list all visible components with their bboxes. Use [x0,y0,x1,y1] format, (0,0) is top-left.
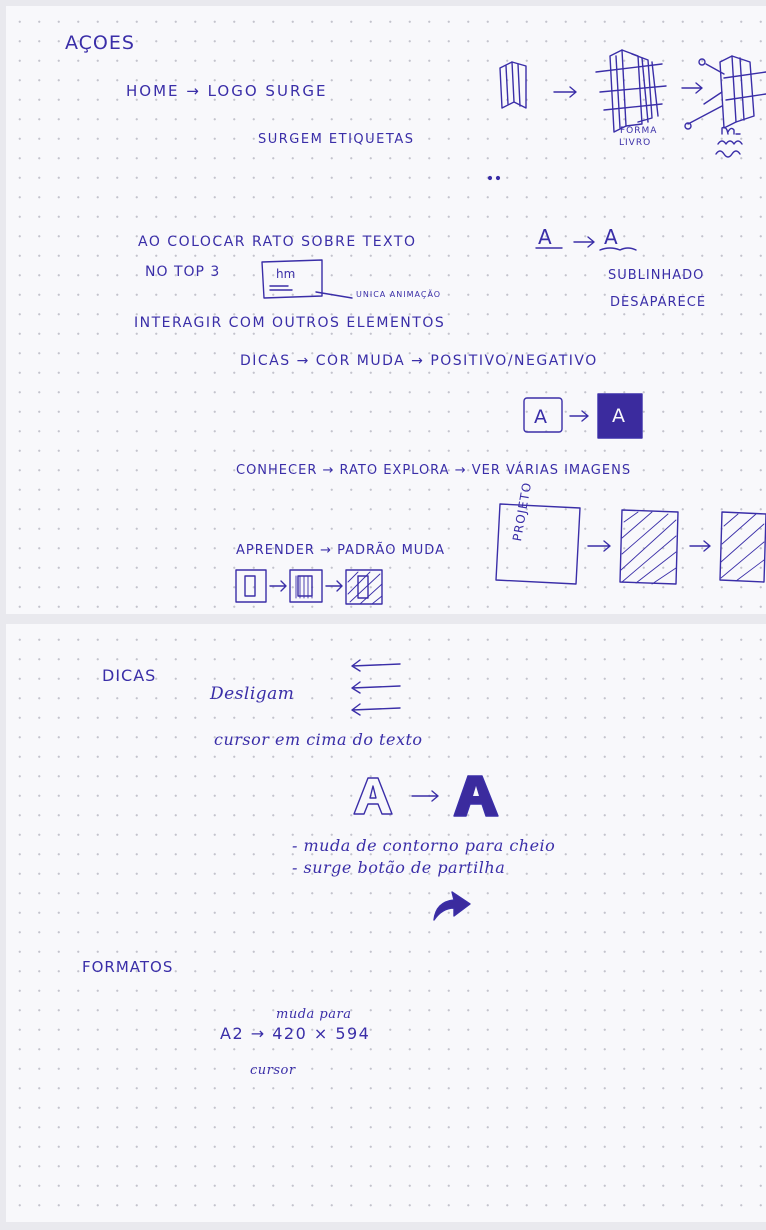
cursor-label: cursor [250,1063,296,1078]
svg-text:A: A [612,405,625,427]
share-arrow-icon [433,891,471,921]
squiggle-marks [715,126,741,158]
forma-label: FORMA [620,126,658,136]
svg-text:A: A [534,406,547,428]
underline-sketch: A A [535,225,637,251]
a2-line: A2 → 420 × 594 [220,1024,371,1043]
pattern-sketch [495,503,766,585]
cursor-texto: cursor em cima do texto [214,730,423,749]
heading-acoes: AÇOES [65,32,135,54]
aprender-line: APRENDER → PADRÃO MUDA [236,543,445,558]
desaparece-label: DESAPARECE [610,295,707,310]
dicas-line: DICAS → COR MUDA → POSITIVO/NEGATIVO [240,353,598,369]
conhecer-line: CONHECER → RATO EXPLORA → VER VÁRIAS IMA… [236,463,632,478]
formatos-heading: FORMATOS [82,958,174,976]
outline-to-fill-sketch [353,775,499,817]
svg-text:A: A [538,225,552,249]
unica-animacao: UNICA ANIMAÇÃO [356,290,442,299]
thumbnail-text: hm [276,267,296,281]
interagir-line: INTERAGIR COM OUTROS ELEMENTOS [134,315,446,331]
pattern-change-sketch [235,569,383,605]
book-logo-sketch [499,49,766,145]
positive-negative-sketch: A A [523,393,643,439]
left-arrows-sketch [351,659,401,716]
desligam: Desligam [210,684,295,704]
dicas-heading: DICAS [102,666,157,685]
sublinhado-label: SUBLINHADO [608,268,705,283]
bullet-contorno: - muda de contorno para cheio [292,836,556,855]
no-top-3: NO TOP 3 [145,264,221,280]
thumbnail-sketch [261,259,353,299]
bullet-partilha: - surge botão de partilha [292,858,506,877]
dots-mark [487,175,501,181]
livro-label: LIVRO [619,138,652,148]
muda-para: muda para [276,1007,352,1022]
notebook-page-bottom: DICAS Desligam cursor em cima do texto -… [6,624,766,1222]
svg-text:A: A [604,225,618,249]
rato-line: AO COLOCAR RATO SOBRE TEXTO [138,234,417,250]
surgem-etiquetas: SURGEM ETIQUETAS [258,132,415,147]
home-line: HOME → LOGO SURGE [126,82,328,100]
notebook-page-top: AÇOES HOME → LOGO SURGE SURGEM ETIQUETAS… [6,6,766,614]
